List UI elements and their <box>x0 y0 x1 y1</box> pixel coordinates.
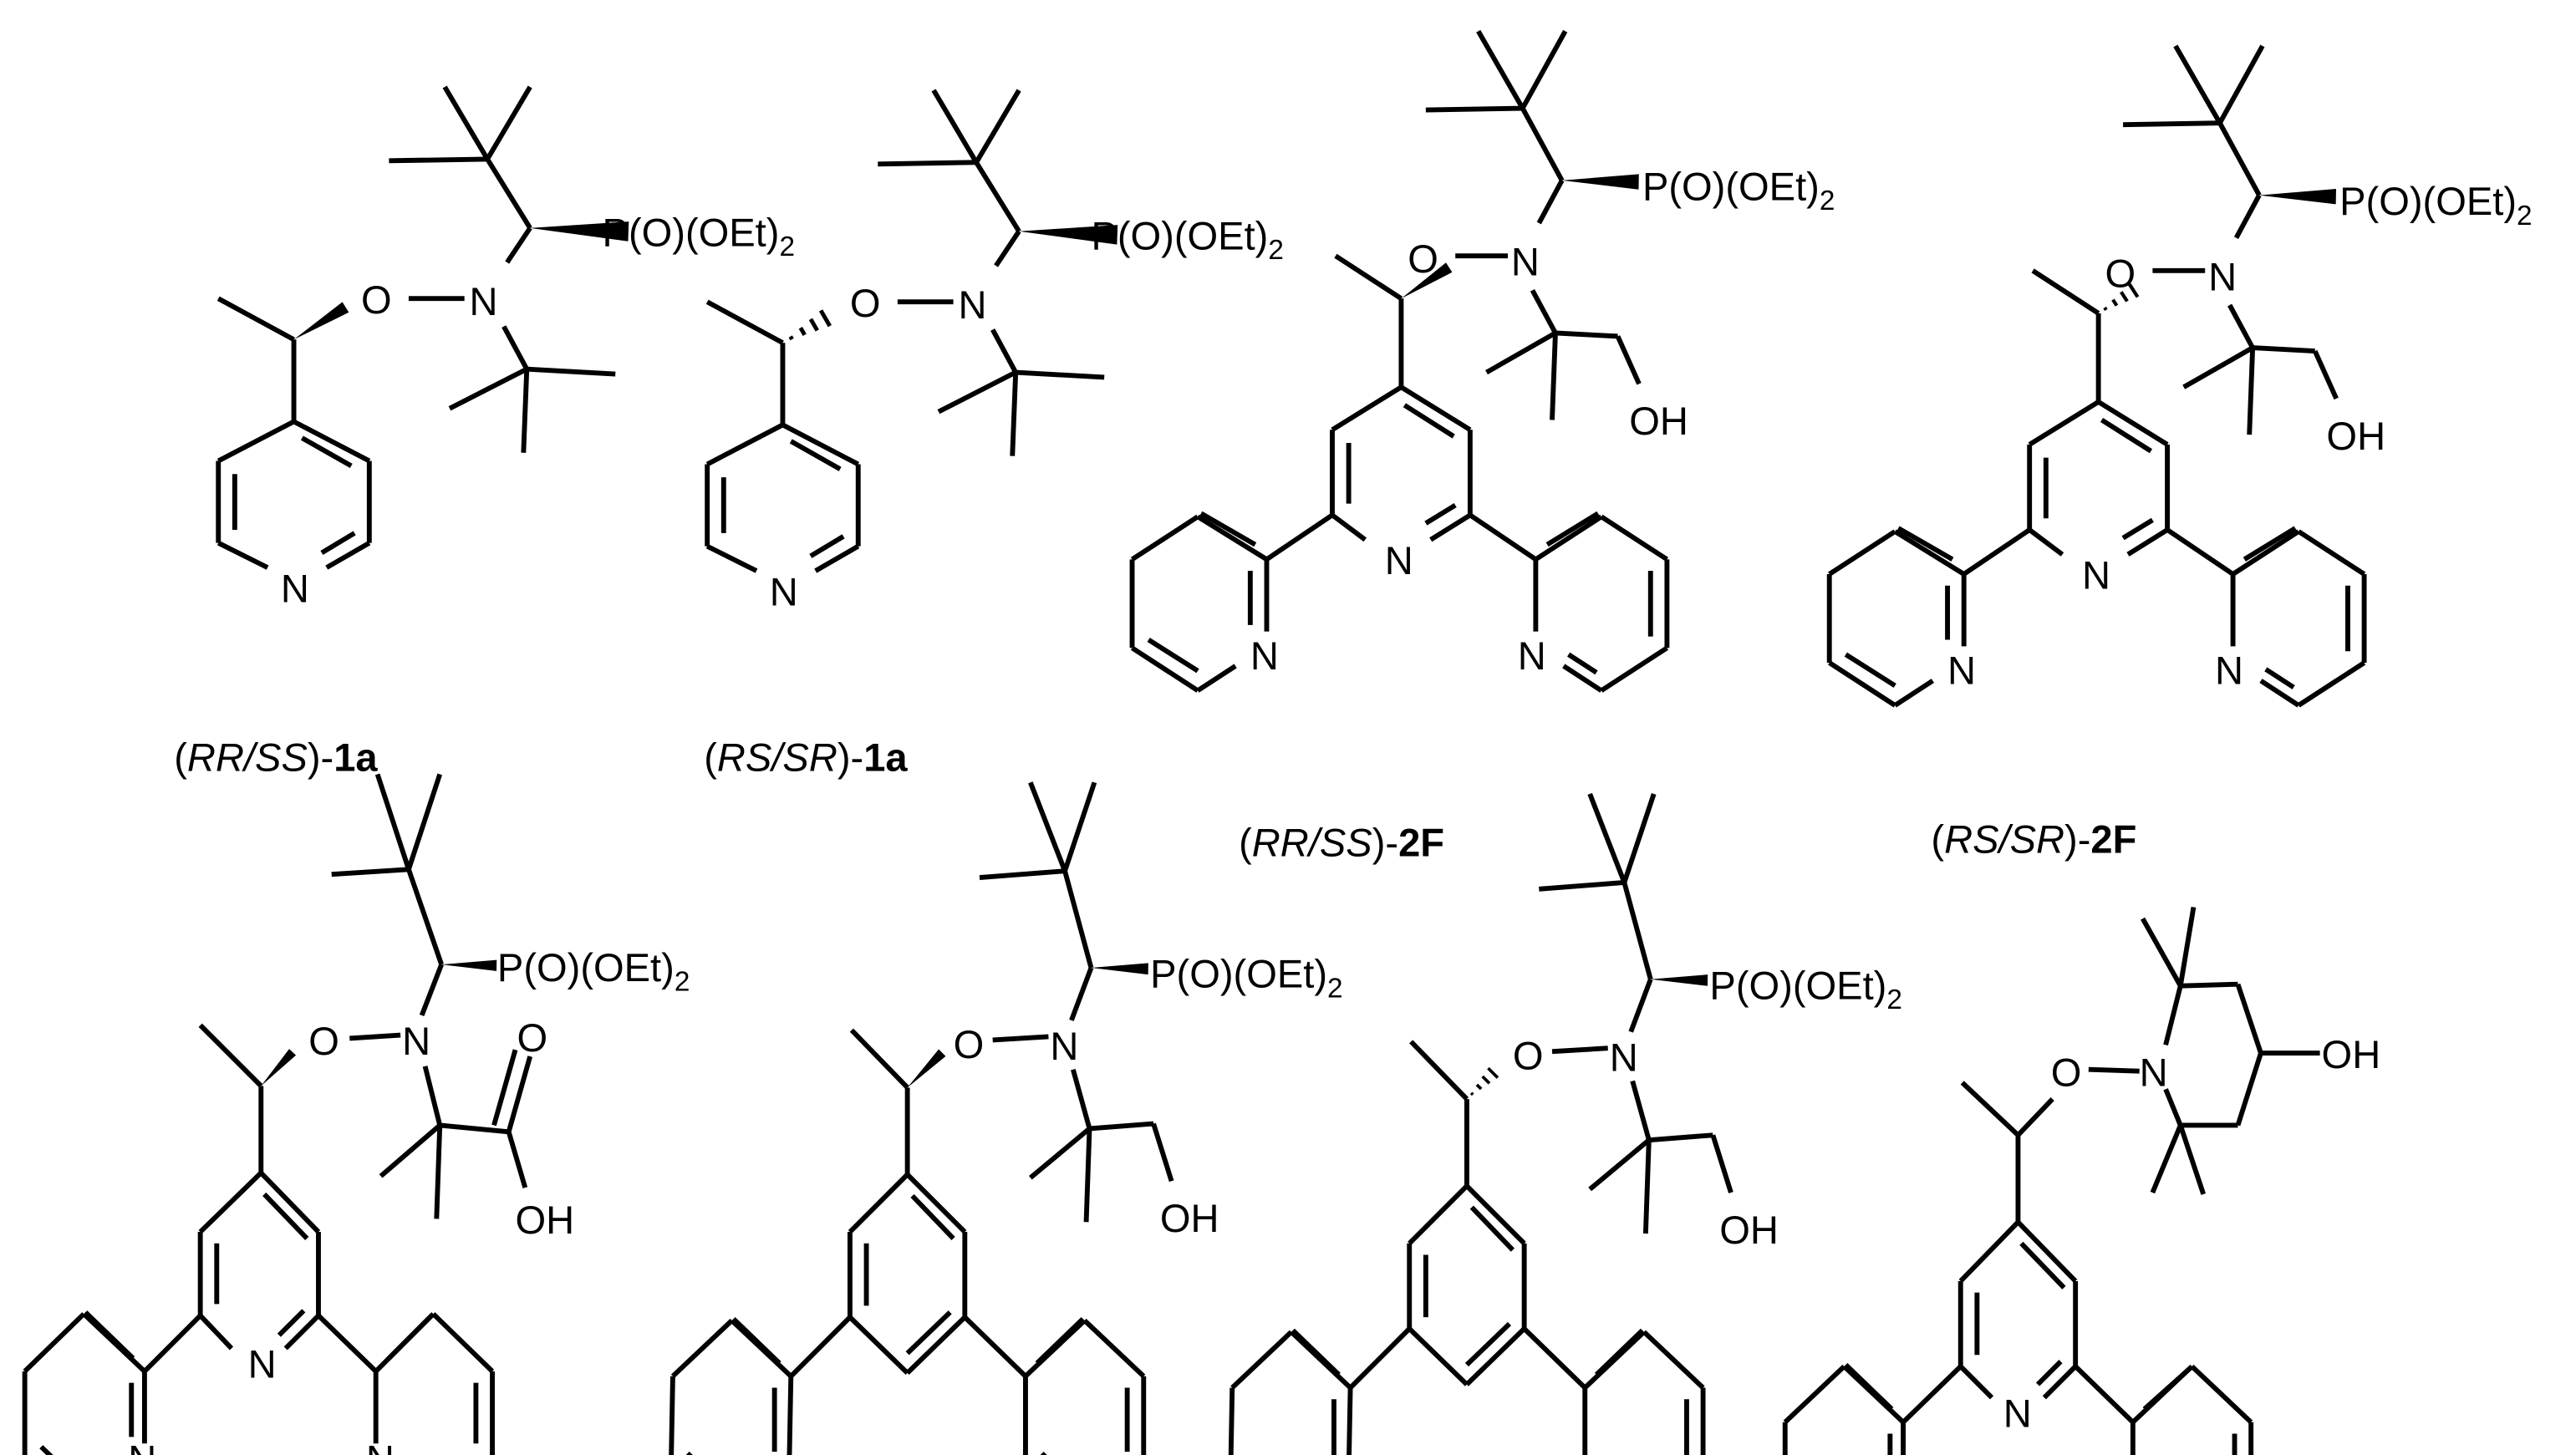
atom-O: O <box>850 281 881 325</box>
compound-rrss-1a: O N N P(O)(OEt)2 (RR/SS)-1a <box>174 85 795 780</box>
atom-N: N <box>1250 633 1279 678</box>
phosphonate-group: P(O)(OEt)2 <box>1709 963 1901 1015</box>
atom-N: N <box>2215 648 2243 692</box>
atom-N: N <box>1610 1035 1638 1080</box>
phosphonate-group: P(O)(OEt)2 <box>497 945 690 998</box>
atom-OH: OH <box>1629 399 1688 443</box>
atom-N: N <box>1385 538 1413 583</box>
compound-rrss-2G: O N OH P(O)(OEt)2 (RR/SS)-2G <box>669 781 1343 1455</box>
atom-N: N <box>128 1437 156 1455</box>
atom-O: O <box>1408 237 1438 281</box>
atom-N: N <box>770 569 798 613</box>
atom-OH: OH <box>1719 1208 1779 1252</box>
atom-N: N <box>1947 648 1976 692</box>
atom-N: N <box>1050 1024 1078 1068</box>
atom-N: N <box>281 566 309 610</box>
atom-O: O <box>308 1019 339 1063</box>
compound-rrss-4F: O N O OH N N N P(O)(OEt)2 (RR/SS)-4F <box>22 773 690 1455</box>
atom-O: O <box>2105 251 2136 295</box>
atom-N: N <box>402 1019 430 1063</box>
compound-label: (RR/SS)-2F <box>1239 821 1444 865</box>
atom-N: N <box>1511 240 1540 284</box>
atom-OH: OH <box>1160 1196 1219 1240</box>
phosphonate-group: P(O)(OEt)2 <box>1642 164 1835 216</box>
phosphonate-group: P(O)(OEt)2 <box>2339 179 2532 231</box>
compound-rs-8F: O N OH N N N (R/S)-8F <box>1782 906 2381 1455</box>
atom-N: N <box>248 1342 277 1386</box>
atom-OH: OH <box>2322 1032 2381 1076</box>
atom-N: N <box>2003 1391 2032 1436</box>
atom-O: O <box>954 1022 985 1066</box>
atom-N: N <box>470 279 498 323</box>
compound-label: (RR/SS)-1a <box>174 735 378 780</box>
phosphonate-group: P(O)(OEt)2 <box>603 210 795 262</box>
atom-O: O <box>361 277 392 322</box>
compound-rssr-2G: O N OH P(O)(OEt)2 (RS/SR)-2G <box>1228 792 1902 1455</box>
compound-rrss-2F: O N N N N OH P(O)(OEt)2 (RR/SS)-2F <box>1129 29 1835 865</box>
atom-N: N <box>2082 553 2110 598</box>
atom-O: O <box>1513 1034 1544 1078</box>
atom-O: O <box>2051 1050 2082 1094</box>
atom-N: N <box>366 1437 395 1455</box>
atom-N: N <box>958 282 986 327</box>
atom-N: N <box>2140 1050 2168 1094</box>
atom-OH: OH <box>2326 414 2385 458</box>
compound-rssr-1a: O N N P(O)(OEt)2 (RS/SR)-1a <box>704 89 1284 780</box>
compound-label: (RS/SR)-2F <box>1931 817 2136 862</box>
phosphonate-group: P(O)(OEt)2 <box>1091 213 1283 266</box>
atom-OH: OH <box>516 1198 575 1242</box>
phosphonate-group: P(O)(OEt)2 <box>1150 952 1342 1005</box>
compound-label: (RS/SR)-1a <box>704 735 908 780</box>
atom-O: O <box>517 1015 547 1060</box>
atom-N: N <box>2208 254 2237 298</box>
atom-N: N <box>1518 633 1546 678</box>
compound-rssr-2F: O N N N N OH P(O)(OEt)2 (RS/SR)-2F <box>1826 44 2533 862</box>
